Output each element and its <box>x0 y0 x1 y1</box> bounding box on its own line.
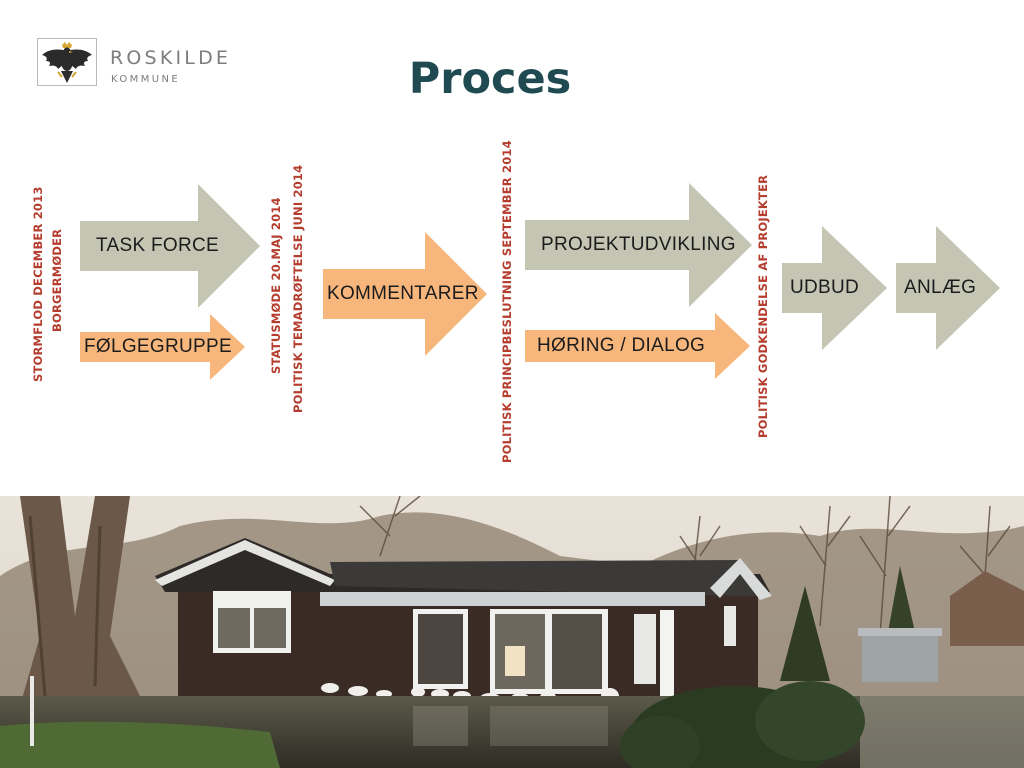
milestone-label-borgermoder: BORGERMØDER <box>50 228 64 332</box>
arrow-shape <box>80 184 260 308</box>
arrow-label-horing-dialog: HØRING / DIALOG <box>537 335 706 356</box>
logo-text-kommune: KOMMUNE <box>111 74 181 84</box>
arrow-label-anlaeg: ANLÆG <box>904 277 977 298</box>
arrow-kommentarer: KOMMENTARER <box>323 232 487 356</box>
arrow-shape <box>80 314 245 380</box>
arrow-label-udbud: UDBUD <box>790 277 860 298</box>
arrow-shape <box>525 313 750 379</box>
arrow-shape <box>323 232 487 356</box>
arrow-folgegruppe: FØLGEGRUPPE <box>80 314 245 380</box>
roskilde-kommune-logo: ROSKILDE KOMMUNE <box>37 38 257 88</box>
arrow-label-task-force: TASK FORCE <box>96 235 219 256</box>
logo-text-roskilde: ROSKILDE <box>110 47 232 69</box>
page-title-text: Proces <box>408 54 572 104</box>
eagle-crest-icon <box>37 38 97 86</box>
arrow-shape <box>896 226 1000 350</box>
arrow-udbud: UDBUD <box>782 226 887 350</box>
arrow-label-projektudvikling: PROJEKTUDVIKLING <box>541 234 736 255</box>
page-title: Proces <box>0 54 980 104</box>
milestone-label-principbeslutning: POLITISK PRINCIPBESLUTNING SEPTEMBER 201… <box>500 140 514 463</box>
arrow-shape <box>782 226 887 350</box>
flooded-house-photo <box>0 496 1024 768</box>
arrow-anlaeg: ANLÆG <box>896 226 1000 350</box>
arrow-projektudvikling: PROJEKTUDVIKLING <box>525 183 752 307</box>
arrow-label-folgegruppe: FØLGEGRUPPE <box>84 336 232 357</box>
arrow-task-force: TASK FORCE <box>80 184 260 308</box>
milestone-label-temadroftelse: POLITISK TEMADRØFTELSE JUNI 2014 <box>291 164 305 413</box>
arrow-label-kommentarer: KOMMENTARER <box>327 283 479 304</box>
milestone-label-stormflod: STORMFLOD DECEMBER 2013 <box>31 186 45 382</box>
arrow-horing-dialog: HØRING / DIALOG <box>525 313 750 379</box>
arrow-shape <box>525 183 752 307</box>
